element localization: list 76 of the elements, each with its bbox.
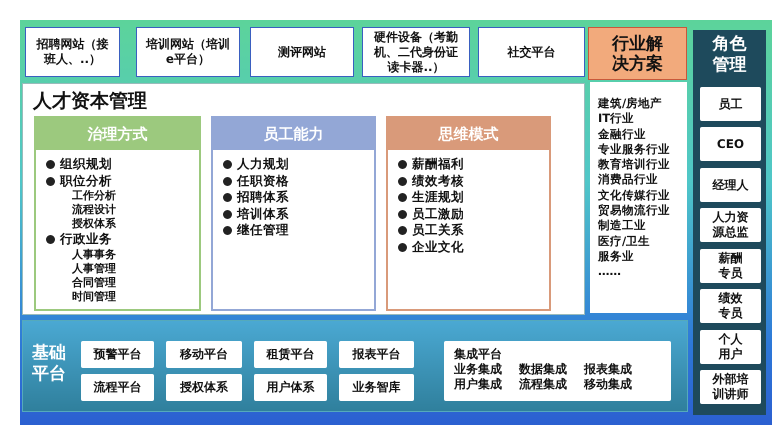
bullet-item: 招聘体系 xyxy=(237,189,290,206)
website-box: 社交平台 xyxy=(478,27,585,77)
role-box: 经理人 xyxy=(700,168,761,202)
platform-box: 用户体系 xyxy=(254,374,327,401)
box-title: 集成平台 xyxy=(454,347,503,362)
card-header: 治理方式 xyxy=(36,118,199,150)
sub-item: 工作分析 xyxy=(72,189,117,203)
industry-item: 建筑/房地产 xyxy=(598,96,664,112)
platform-box: 流程平台 xyxy=(81,374,154,401)
platform-box: 业务智库 xyxy=(339,374,414,401)
bullet-item: 企业文化 xyxy=(412,238,465,255)
role-box: 人力资源总监 xyxy=(700,208,761,242)
panel-header: 行业解决方案 xyxy=(588,27,687,80)
content-panel xyxy=(22,83,585,315)
panel-heading: 基础平台 xyxy=(31,343,67,385)
platform-panel xyxy=(22,320,688,412)
industry-item: …… xyxy=(598,264,622,280)
industry-item: 教育培训行业 xyxy=(598,157,671,172)
role-box: CEO xyxy=(700,127,761,161)
role-box: 员工 xyxy=(700,87,761,121)
bullet-item: 职位分析 xyxy=(60,172,113,189)
industry-item: IT行业 xyxy=(598,111,636,127)
integration-box xyxy=(444,341,671,401)
panel-heading: 角色管理 xyxy=(711,34,748,76)
integration-item: 报表集成 xyxy=(584,362,633,377)
bullet-item: 生涯规划 xyxy=(412,189,465,206)
website-box: 硬件设备（考勤机、二代身份证读卡器..） xyxy=(362,27,470,77)
industry-item: 制造工业 xyxy=(598,218,647,234)
role-box: 薪酬专员 xyxy=(700,249,761,283)
bullet-item: 培训体系 xyxy=(237,206,290,222)
integration-item: 业务集成 xyxy=(454,362,503,377)
platform-box: 预警平台 xyxy=(81,341,154,368)
website-box: 测评网站 xyxy=(250,27,354,77)
bullet-item: 任职资格 xyxy=(237,172,290,189)
integration-item: 流程集成 xyxy=(519,377,568,392)
role-panel xyxy=(693,30,766,415)
sub-item: 授权体系 xyxy=(72,217,117,231)
category-card xyxy=(386,116,551,311)
integration-item: 数据集成 xyxy=(519,362,568,377)
role-box: 个人用户 xyxy=(700,330,761,364)
platform-box: 报表平台 xyxy=(339,341,414,368)
role-box: 绩效专员 xyxy=(700,289,761,323)
industry-item: 文化传媒行业 xyxy=(598,188,671,204)
platform-box: 租赁平台 xyxy=(254,341,327,368)
sub-item: 时间管理 xyxy=(72,290,117,304)
industry-item: 贸易物流行业 xyxy=(598,203,671,218)
sub-item: 流程设计 xyxy=(72,203,117,217)
category-card xyxy=(34,116,201,311)
website-box: 招聘网站（接班人、..） xyxy=(25,27,120,77)
card-header: 员工能力 xyxy=(213,118,374,150)
sub-item: 人事事务 xyxy=(72,248,117,262)
bullet-item: 人力规划 xyxy=(237,156,290,172)
panel-title: 人才资本管理 xyxy=(33,89,147,114)
bullet-item: 行政业务 xyxy=(60,231,113,248)
role-box: 外部培训讲师 xyxy=(700,370,761,404)
industry-item: 服务业 xyxy=(598,248,635,264)
bullet-item: 员工激励 xyxy=(412,206,465,222)
bullet-item: 继任管理 xyxy=(237,222,290,238)
industry-item: 医疗/卫生 xyxy=(598,234,652,249)
card-header: 思维模式 xyxy=(388,118,549,150)
integration-item: 用户集成 xyxy=(454,377,503,392)
integration-item: 移动集成 xyxy=(584,377,633,392)
industry-panel xyxy=(588,27,687,313)
industry-item: 金融行业 xyxy=(598,126,647,142)
bullet-item: 组织规划 xyxy=(60,156,113,172)
category-card xyxy=(211,116,376,311)
bullet-item: 绩效考核 xyxy=(412,172,465,189)
platform-box: 授权体系 xyxy=(166,374,242,401)
bullet-item: 薪酬福利 xyxy=(412,156,465,172)
sub-item: 合同管理 xyxy=(72,276,117,290)
website-box: 培训网站（培训e平台） xyxy=(136,27,240,77)
industry-item: 消费品行业 xyxy=(598,172,659,188)
bullet-item: 员工关系 xyxy=(412,222,465,238)
platform-box: 移动平台 xyxy=(166,341,242,368)
industry-item: 专业服务行业 xyxy=(598,142,671,158)
sub-item: 人事管理 xyxy=(72,262,117,276)
